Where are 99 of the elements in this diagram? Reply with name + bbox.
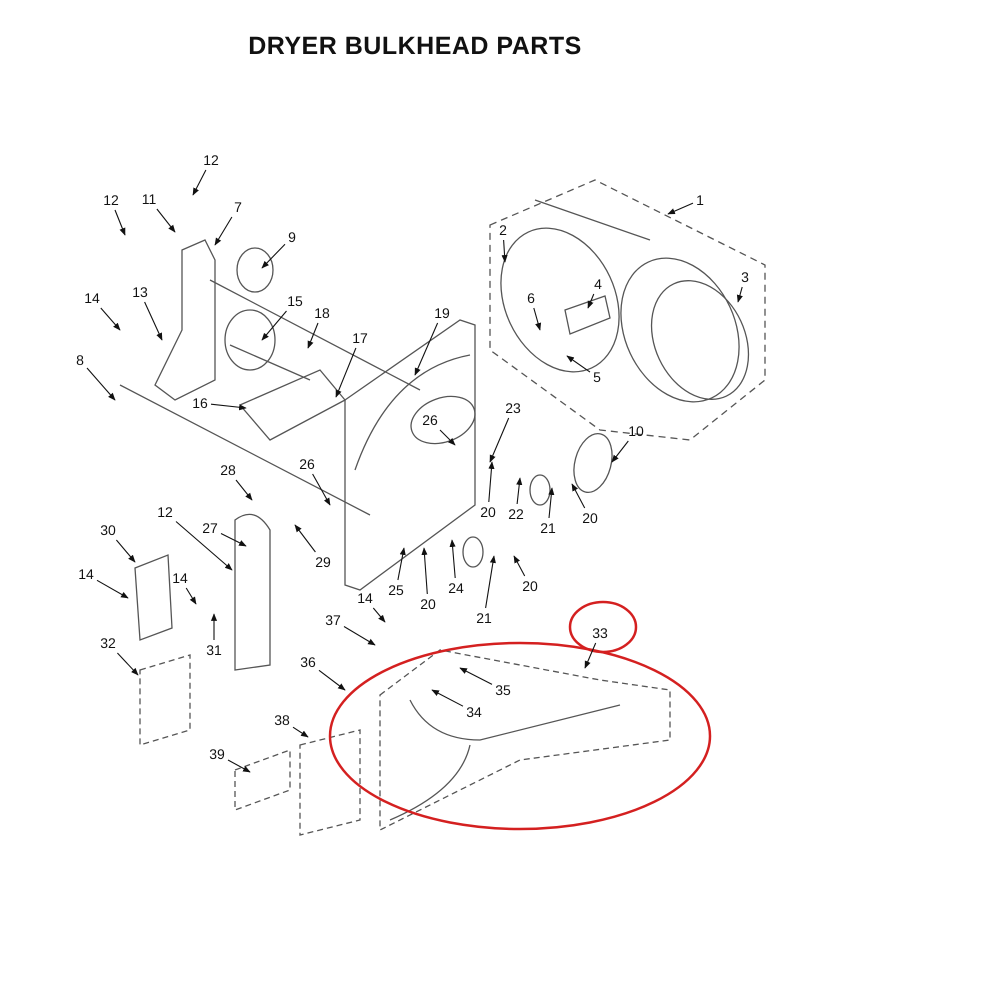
callout-number: 7 [233,199,243,215]
leader-line [459,668,492,685]
leader-line [261,244,286,269]
diagram-title: DRYER BULKHEAD PARTS [247,32,583,61]
leader-line [318,670,346,690]
leader-line [214,216,232,246]
leader-line [292,726,309,738]
leader-line [397,547,406,580]
callout-number: 11 [140,191,158,207]
callout-number: 20 [521,578,539,594]
leader-line [440,430,456,446]
callout-number: 26 [298,456,316,472]
leader-line [144,302,162,341]
leader-line [210,613,218,640]
leader-line [344,626,376,646]
leader-line [176,521,233,570]
leader-line [192,170,206,196]
leader-line [566,356,590,373]
callout-number: 20 [581,510,599,526]
callout-number: 24 [447,580,465,596]
callout-number: 39 [208,746,226,762]
leader-line [414,322,438,376]
leader-line [516,477,522,504]
callout-number: 1 [695,192,705,208]
callout-number: 15 [286,293,304,309]
leader-line [156,208,176,233]
leader-line [736,286,743,303]
leader-line [186,588,196,605]
leader-line [86,368,116,401]
callout-number: 14 [356,590,374,606]
callout-number: 27 [201,520,219,536]
callout-number: 19 [433,305,451,321]
leader-line [228,760,251,772]
callout-number: 12 [156,504,174,520]
callout-number: 28 [219,462,237,478]
leader-line [100,308,120,331]
leader-line [117,652,139,676]
leader-line [548,487,554,518]
callout-number: 17 [351,330,369,346]
callout-number: 33 [591,625,609,641]
callout-number: 14 [77,566,95,582]
leader-line [612,440,629,463]
leader-line [450,539,456,578]
callout-number: 13 [131,284,149,300]
callout-number: 29 [314,554,332,570]
leader-line [96,580,129,598]
callout-number: 34 [465,704,483,720]
leader-line [490,418,510,463]
leader-line [294,524,316,552]
leader-line [262,310,287,341]
leader-line [488,461,495,502]
callout-number: 16 [191,395,209,411]
leader-line [533,308,542,331]
callout-number: 22 [507,506,525,522]
callout-number: 3 [740,269,750,285]
callout-number: 38 [273,712,291,728]
callout-number: 5 [592,369,602,385]
leader-line [114,210,126,236]
callout-number: 12 [102,192,120,208]
callout-number: 12 [202,152,220,168]
callout-number: 26 [421,412,439,428]
leader-line [116,540,136,563]
callout-number: 36 [299,654,317,670]
leader-line [220,533,247,546]
callout-number: 2 [498,222,508,238]
leader-line [307,322,319,349]
callout-number: 23 [504,400,522,416]
callout-number: 10 [627,423,645,439]
callout-number: 14 [171,570,189,586]
callout-number: 9 [287,229,297,245]
leader-line [514,555,526,576]
leader-line [485,555,496,608]
callout-number: 4 [593,276,603,292]
leader-line [312,474,330,506]
callout-number: 31 [205,642,223,658]
leader-line [572,483,586,508]
callout-number: 6 [526,290,536,306]
callout-number: 35 [494,682,512,698]
leader-line [588,294,594,309]
callout-number: 20 [479,504,497,520]
callout-number: 37 [324,612,342,628]
callout-number: 18 [313,305,331,321]
callout-number: 21 [539,520,557,536]
leader-line [210,404,247,410]
callout-number: 20 [419,596,437,612]
leader-line [501,240,508,263]
callout-number: 8 [75,352,85,368]
callout-number: 21 [475,610,493,626]
leader-line [431,690,464,707]
callout-number: 14 [83,290,101,306]
callout-number: 30 [99,522,117,538]
callout-number: 25 [387,582,405,598]
leader-line [372,608,386,623]
leader-line [236,480,252,501]
callout-number: 32 [99,635,117,651]
leader-line [584,642,596,669]
leader-line [667,202,694,214]
leader-line [336,348,356,398]
leader-line [421,547,428,594]
